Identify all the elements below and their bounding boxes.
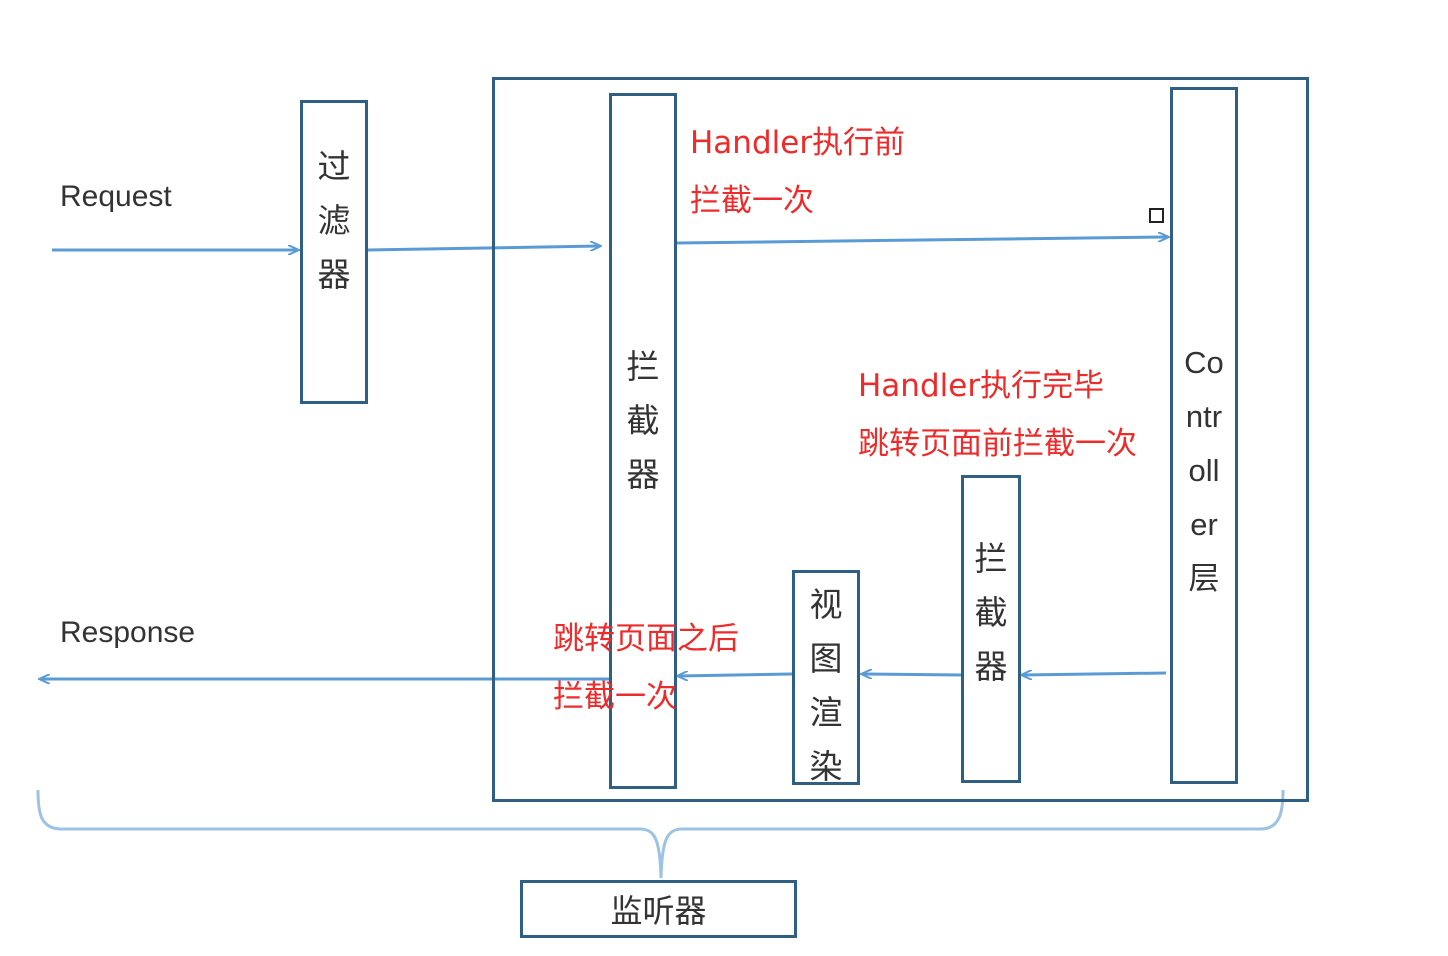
- container-box: [492, 77, 1309, 802]
- controller-part-2: ntr: [1185, 399, 1223, 434]
- filter-to-interceptor-arrow: [367, 246, 600, 252]
- interceptor-small-char-1: 拦: [974, 539, 1008, 578]
- interceptor-small-char-3: 器: [974, 647, 1008, 686]
- view-render-char-1: 视: [809, 585, 843, 624]
- view-to-interceptor-arrow: [678, 674, 793, 676]
- interceptor-main-char-3: 器: [626, 455, 660, 494]
- annotation-before-handler: Handler执行前 拦截一次: [690, 114, 905, 230]
- interceptor-to-view-arrow: [862, 674, 963, 675]
- interceptor-main-box: [609, 93, 677, 789]
- interceptor-to-controller-arrow: [676, 237, 1168, 245]
- view-render-char-4: 染: [809, 747, 843, 786]
- controller-part-5: 层: [1188, 561, 1220, 596]
- controller-part-1: Co: [1184, 345, 1224, 380]
- filter-label: 过 滤 器: [300, 140, 368, 302]
- controller-box: [1170, 87, 1238, 784]
- filter-char-3: 器: [317, 255, 351, 294]
- view-render-label: 视 图 渲 染: [792, 578, 860, 794]
- annotation-before-handler-line-1: Handler执行前: [690, 125, 906, 161]
- interceptor-small-box: [961, 475, 1021, 783]
- annotation-after-view: 跳转页面之后 拦截一次: [553, 610, 739, 726]
- controller-part-4: er: [1190, 507, 1218, 542]
- listener-label: 监听器: [610, 892, 707, 930]
- filter-box: [300, 100, 368, 404]
- listener-brace: [36, 789, 1285, 879]
- annotation-after-view-line-2: 拦截一次: [553, 679, 677, 715]
- filter-char-2: 滤: [317, 201, 351, 240]
- view-render-char-2: 图: [809, 639, 843, 678]
- response-label: Response: [60, 616, 196, 649]
- controller-label: Co ntr oll er 层: [1170, 336, 1238, 606]
- interceptor-small-label: 拦 截 器: [961, 532, 1021, 694]
- annotation-after-view-line-1: 跳转页面之后: [553, 621, 739, 657]
- listener-box: 监听器: [520, 880, 797, 938]
- interceptor-main-char-1: 拦: [626, 347, 660, 386]
- annotation-after-handler: Handler执行完毕 跳转页面前拦截一次: [858, 357, 1137, 473]
- annotation-after-handler-line-1: Handler执行完毕: [858, 368, 1105, 404]
- annotation-after-handler-line-2: 跳转页面前拦截一次: [858, 426, 1137, 462]
- filter-char-1: 过: [317, 147, 351, 186]
- interceptor-main-label: 拦 截 器: [609, 340, 677, 502]
- small-square-marker: [1149, 208, 1164, 223]
- view-render-char-3: 渲: [809, 693, 843, 732]
- interceptor-small-char-2: 截: [974, 593, 1008, 632]
- request-label: Request: [60, 180, 172, 213]
- interceptor-main-char-2: 截: [626, 401, 660, 440]
- controller-to-interceptor-arrow: [1022, 673, 1167, 675]
- annotation-before-handler-line-2: 拦截一次: [690, 183, 814, 219]
- controller-part-3: oll: [1188, 453, 1220, 488]
- view-render-box: [792, 570, 860, 785]
